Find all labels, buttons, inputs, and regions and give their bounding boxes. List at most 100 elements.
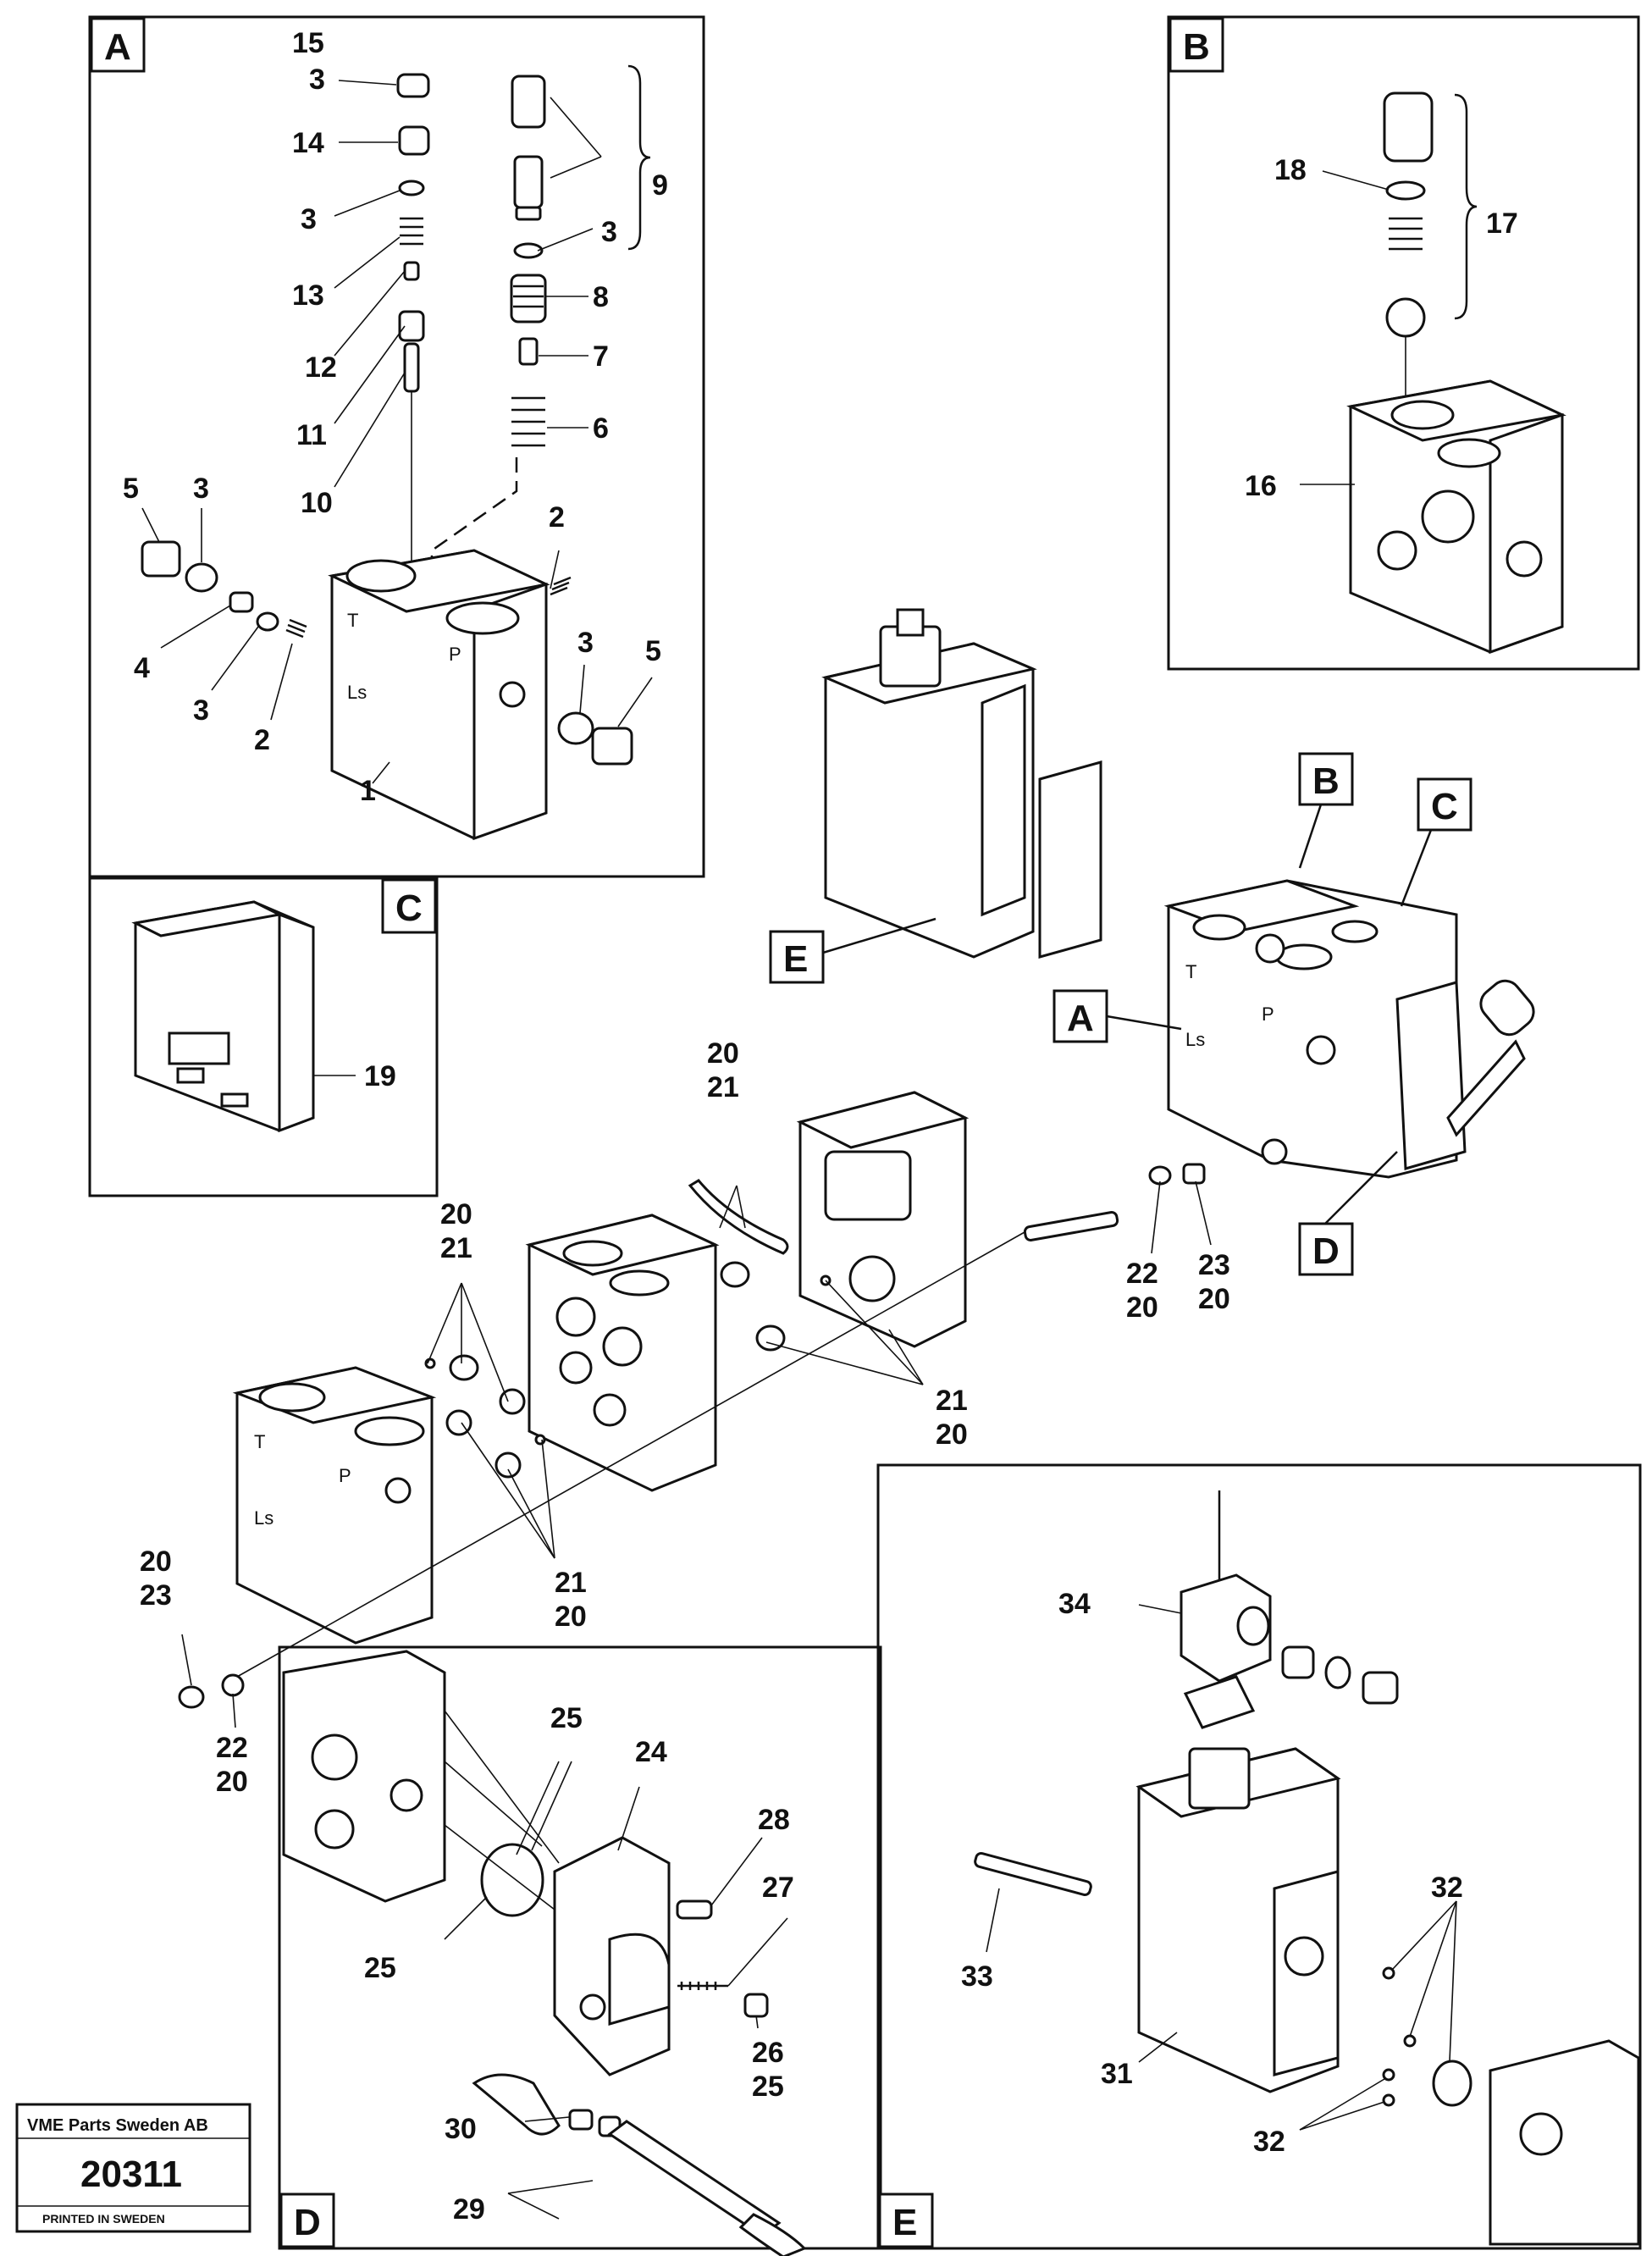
o-ring-3b: [513, 242, 544, 259]
check-valve-17: [1383, 91, 1434, 338]
valve-section-partial-e: [1489, 2039, 1640, 2246]
label-20-d: 20: [555, 1601, 587, 1633]
seal-3d: [557, 711, 594, 745]
piston-11: [398, 310, 425, 342]
label-3-a: 3: [309, 64, 325, 96]
assembled-valve-bank: T P Ls: [1163, 879, 1535, 1179]
panel-d: D 25 24 28 27 2: [278, 1645, 882, 2256]
label-21-d: 21: [555, 1567, 587, 1599]
callout-a-letter: A: [1067, 998, 1094, 1039]
panel-c-letter: C: [395, 887, 423, 929]
label-3-e: 3: [193, 694, 209, 727]
seal-34: [1324, 1656, 1351, 1689]
label-13: 13: [292, 279, 324, 312]
label-2-a: 2: [549, 501, 565, 534]
nut-26: [743, 1993, 769, 2018]
callout-c: C: [1400, 777, 1472, 907]
pin-10: [403, 342, 420, 393]
label-3-c: 3: [601, 216, 617, 248]
label-22-b: 22: [216, 1732, 248, 1764]
panel-e-tag: [878, 2192, 934, 2248]
panel-b: B 18 17 16: [1167, 15, 1640, 671]
plug-4: [229, 591, 254, 613]
connector-34: [1180, 1573, 1272, 1683]
spring-8: [510, 274, 547, 323]
label-20-g: 20: [140, 1545, 172, 1578]
label-15: 15: [292, 27, 324, 59]
label-31: 31: [1101, 2058, 1133, 2090]
panel-a-frame: [88, 15, 705, 878]
panel-b-frame: [1167, 15, 1640, 671]
inlet-section-exploded: T P Ls: [232, 1366, 437, 1645]
gasket-34: [1183, 1675, 1256, 1729]
valve-section-16: [1346, 379, 1566, 655]
label-18: 18: [1274, 154, 1307, 186]
solenoid-unit-e: [821, 608, 1102, 959]
label-21-c: 21: [936, 1385, 968, 1417]
mark-t-3: T: [254, 1431, 265, 1452]
label-17: 17: [1486, 207, 1518, 240]
title-block-frame: [15, 2103, 251, 2233]
screw-2: [285, 618, 307, 639]
panel-d-tag: [279, 2192, 335, 2248]
o-ring-25: [480, 1843, 544, 1917]
panel-c-frame: [88, 876, 439, 1197]
printed-in: PRINTED IN SWEDEN: [42, 2212, 165, 2226]
callout-e-letter: E: [783, 938, 808, 980]
panel-d-letter: D: [294, 2202, 321, 2243]
end-cover-19: [131, 900, 315, 1133]
lever-link: [472, 2073, 561, 2136]
label-23-a: 23: [1198, 1249, 1230, 1281]
label-29: 29: [453, 2193, 485, 2226]
title-block: VME Parts Sweden AB 20311 PRINTED IN SWE…: [15, 2103, 251, 2233]
callout-b: B: [1298, 752, 1354, 869]
company-name: VME Parts Sweden AB: [27, 2116, 208, 2135]
callout-d: D: [1298, 1151, 1398, 1276]
label-20-e: 20: [1126, 1291, 1158, 1324]
label-34: 34: [1058, 1588, 1091, 1620]
callout-b-letter: B: [1312, 760, 1340, 802]
mark-p-3: P: [339, 1465, 351, 1486]
panel-c: C 19: [88, 876, 439, 1197]
mark-t: T: [347, 610, 358, 631]
mark-t-2: T: [1185, 961, 1196, 982]
pin-7: [518, 337, 539, 366]
panel-b-letter: B: [1183, 26, 1210, 68]
mark-ls: Ls: [347, 682, 367, 703]
plug-5b: [591, 727, 633, 766]
label-6: 6: [593, 412, 609, 445]
label-3-f: 3: [577, 627, 594, 659]
panel-d-frame: [278, 1645, 882, 2250]
panel-a-tag: [90, 17, 146, 73]
label-21-a: 21: [707, 1071, 739, 1103]
mark-p: P: [449, 644, 461, 665]
label-9: 9: [652, 169, 668, 202]
label-20-b: 20: [440, 1198, 472, 1230]
panel-e-letter: E: [892, 2202, 917, 2243]
label-25-a: 25: [550, 1702, 583, 1734]
label-19: 19: [364, 1060, 396, 1092]
spring-30: [568, 2109, 594, 2131]
label-24: 24: [635, 1736, 667, 1768]
label-11: 11: [296, 419, 327, 451]
label-23-b: 23: [140, 1579, 172, 1612]
seal-3c: [256, 611, 279, 632]
mark-p-2: P: [1262, 1004, 1274, 1025]
lever-bracket-24: [553, 1836, 671, 2076]
label-12: 12: [305, 351, 337, 384]
label-3-b: 3: [301, 203, 317, 235]
screw-2b: [550, 576, 572, 596]
bushing-34: [1281, 1645, 1315, 1679]
label-7: 7: [593, 340, 609, 373]
label-16: 16: [1245, 470, 1277, 502]
mark-ls-2: Ls: [1185, 1029, 1205, 1050]
label-3-d: 3: [193, 473, 209, 505]
callout-d-letter: D: [1312, 1230, 1340, 1272]
o-ring-3: [398, 180, 425, 196]
label-26: 26: [752, 2037, 784, 2069]
relief-valve-9: [511, 75, 546, 221]
end-plate-exploded: [796, 1091, 970, 1348]
spring-13: [400, 217, 423, 246]
seal-3: [185, 562, 218, 593]
